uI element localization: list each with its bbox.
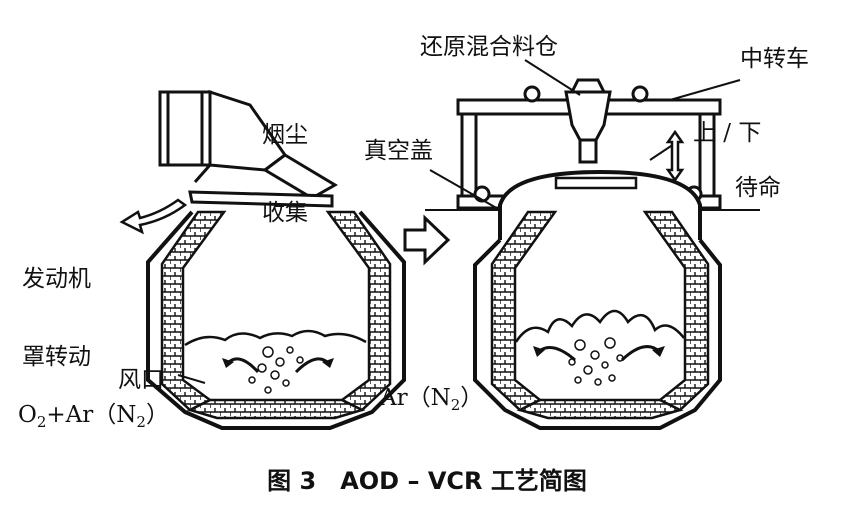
smoke-collect-label: 烟尘 收集 [262,122,308,226]
tuyere-leader-line [177,374,206,384]
hood-rotate-label: 发动机 罩转动 [22,266,91,370]
process-transition-arrow [403,214,451,266]
up-down-label: 上 / 下 [693,120,762,146]
aod-lining-right [325,210,392,412]
vcr-lining-left [490,210,558,412]
vcr-vessel [473,169,722,430]
vcr-flow-arrow-right [620,345,662,362]
aod-bath-surface [184,329,367,347]
hood-rotate-arrow [119,198,188,235]
gas-right-label: Ar（N2） [380,385,484,414]
aod-outer-shell [146,210,406,430]
vcr-flow-arrow-left [537,346,576,362]
aod-flow-arrow-right [294,357,332,374]
reduction-bin-label: 还原混合料仓 [420,34,558,60]
figure-caption: 图 3 AOD – VCR 工艺简图 [267,467,587,495]
aod-converter [146,210,406,430]
vcr-bath-surface [514,309,685,343]
reduction-hopper [564,78,612,164]
gas-left-label: O2+Ar（N2） [18,402,169,431]
vcr-lining-bottom [516,398,684,420]
aod-lining-bottom [186,398,366,420]
tuyere-label: 风口 [118,367,164,393]
aod-flow-arrow-left [224,357,260,374]
up-down-arrow [665,129,685,183]
transfer-car-label: 中转车 [740,46,809,72]
aod-bubbles [248,346,304,394]
vacuum-lid [498,169,702,240]
leader-lines-right [429,59,741,211]
vcr-outer-shell [473,238,722,430]
standby-label: 待命 [735,175,781,201]
fume-hood [158,89,338,208]
vcr-lining-right [642,210,710,412]
vacuum-lid-label: 真空盖 [364,138,433,164]
vcr-bubbles [568,337,624,386]
